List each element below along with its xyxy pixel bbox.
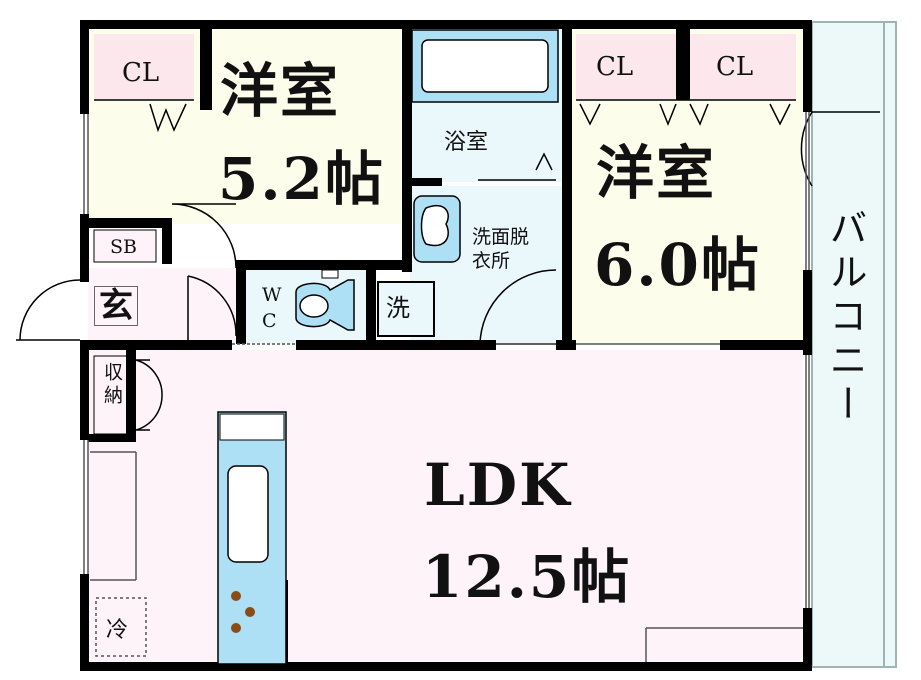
western-room-1-name: 洋室 <box>220 57 341 125</box>
balcony-area <box>811 21 897 668</box>
wc-label-c: C <box>262 310 277 332</box>
shoe-box-label: SB <box>110 236 137 258</box>
doors <box>16 111 880 431</box>
washroom-label-line1: 洗面脱 <box>472 226 530 248</box>
kitchen-counter <box>217 411 287 665</box>
entrance-label: 玄 <box>94 286 138 326</box>
washing-machine-label: 洗 <box>386 294 410 322</box>
ldk-name: LDK <box>424 451 572 519</box>
shoe-box <box>93 229 157 263</box>
western-room-1-size: 5.2帖 <box>218 145 385 213</box>
bathtub <box>411 29 559 181</box>
bathroom-label: 浴室 <box>444 130 489 155</box>
ldk-floor <box>88 350 803 662</box>
washing-machine-space <box>377 281 435 337</box>
closet-right-1-label: CL <box>596 52 634 82</box>
washbasin <box>413 195 461 263</box>
washroom-label-line2: 衣所 <box>472 250 511 272</box>
closet-left <box>94 34 194 100</box>
refrigerator-label: 冷 <box>106 618 129 643</box>
wc-label-w: W <box>262 284 282 306</box>
ldk-size: 12.5帖 <box>422 543 632 611</box>
closet-right-1 <box>576 34 676 100</box>
closet-left-label: CL <box>122 58 160 88</box>
western-room-2-name: 洋室 <box>596 139 717 207</box>
toilet <box>295 269 355 331</box>
windows <box>83 112 810 662</box>
closet-right-2 <box>690 34 796 100</box>
balcony-label: バルコニー <box>823 208 867 428</box>
refrigerator-space <box>95 597 147 657</box>
storage-label: 収納 <box>101 362 123 408</box>
closet-right-2-label: CL <box>716 52 754 82</box>
western-room-2-size: 6.0帖 <box>594 231 761 299</box>
storage <box>93 355 133 435</box>
closet-door-marks <box>94 99 796 133</box>
